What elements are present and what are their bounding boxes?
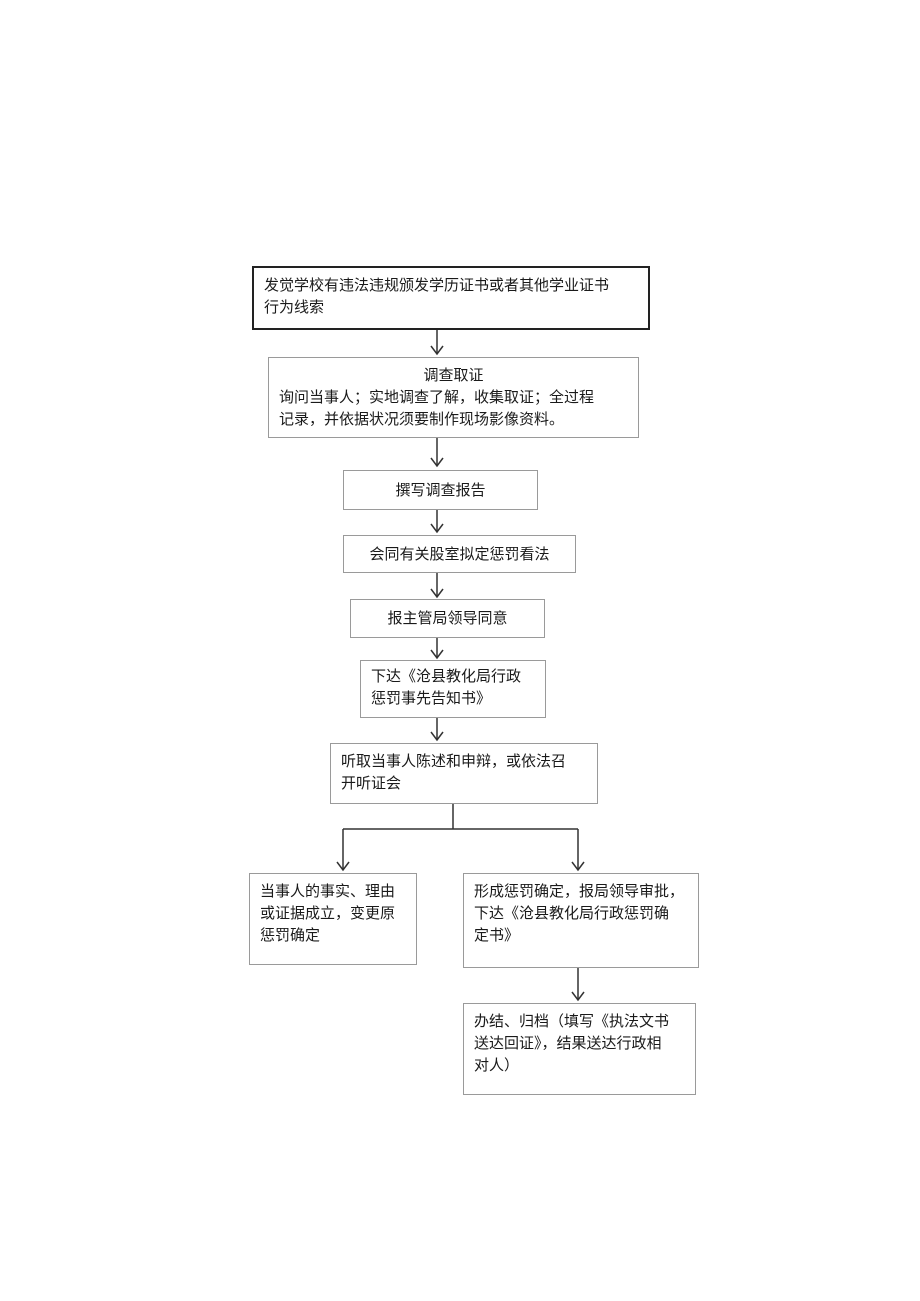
arrow-head-3-4 [430,523,444,534]
step-close-archive: 办结、归档（填写《执法文书 送达回证》，结果送达行政相 对人） [463,1003,696,1095]
step-hearing-line-2: 开听证会 [341,774,402,792]
step-hearing-line-1: 听取当事人陈述和申辩，或依法召 [341,752,567,770]
step-issue-notice-line-1: 下达《沧县教化局行政 [371,667,522,685]
arrow-head-6-7 [430,731,444,742]
step-investigate-line-1: 询问当事人；实地调查了解，收集取证；全过程 [279,388,595,406]
step-issue-notice: 下达《沧县教化局行政 惩罚事先告知书》 [360,660,546,718]
step-investigate: 调查取证 询问当事人；实地调查了解，收集取证；全过程 记录，并依据状况须要制作现… [268,357,639,438]
step-form-decision-line-2: 下达《沧县教化局行政惩罚确 [474,904,670,922]
step-investigate-title: 调查取证 [423,366,484,384]
step-change-decision-line-3: 惩罚确定 [260,926,321,944]
step-form-decision-line-1: 形成惩罚确定，报局领导审批， [474,882,685,900]
step-close-archive-line-3: 对人） [474,1056,520,1074]
arrow-head-7-9 [571,861,585,872]
step-discover-clue: 发觉学校有违法违规颁发学历证书或者其他学业证书 行为线索 [252,266,650,330]
step-form-decision: 形成惩罚确定，报局领导审批， 下达《沧县教化局行政惩罚确 定书》 [463,873,699,968]
step-issue-notice-line-2: 惩罚事先告知书》 [371,689,492,707]
step-draft-opinion-label: 会同有关股室拟定惩罚看法 [369,545,550,563]
step-change-decision: 当事人的事实、理由 或证据成立，变更原 惩罚确定 [249,873,417,965]
step-change-decision-line-2: 或证据成立，变更原 [260,904,396,922]
arrow-head-1-2 [430,345,444,356]
step-write-report-label: 撰写调查报告 [395,481,486,499]
step-leader-approval-label: 报主管局领导同意 [387,609,508,627]
step-change-decision-line-1: 当事人的事实、理由 [260,882,396,900]
arrow-head-9-10 [571,991,585,1002]
step-write-report: 撰写调查报告 [343,470,538,510]
step-discover-clue-line-1: 发觉学校有违法违规颁发学历证书或者其他学业证书 [264,276,610,294]
step-close-archive-line-2: 送达回证》，结果送达行政相 [474,1034,662,1052]
step-draft-opinion: 会同有关股室拟定惩罚看法 [343,535,576,573]
step-form-decision-line-3: 定书》 [474,926,520,944]
arrow-head-7-8 [336,861,350,872]
step-close-archive-line-1: 办结、归档（填写《执法文书 [474,1012,670,1030]
step-discover-clue-line-2: 行为线索 [264,298,325,316]
step-investigate-line-2: 记录，并依据状况须要制作现场影像资料。 [279,410,565,428]
step-hearing: 听取当事人陈述和申辩，或依法召 开听证会 [330,743,598,804]
step-leader-approval: 报主管局领导同意 [350,599,545,638]
arrow-head-2-3 [430,457,444,468]
arrow-head-5-6 [430,649,444,660]
arrow-head-4-5 [430,588,444,599]
